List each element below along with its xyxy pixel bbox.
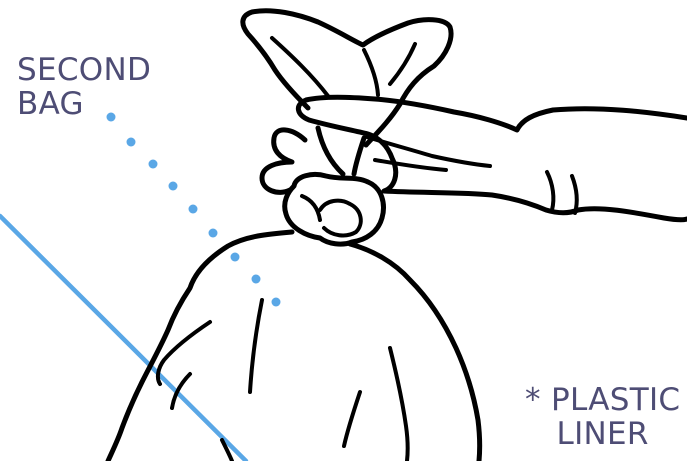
bag-top-fold (364, 50, 378, 95)
hand-knuckle (547, 172, 553, 210)
pointer-dot (127, 138, 136, 147)
plastic-liner-label: * PLASTIC LINER (525, 383, 680, 451)
plastic-liner-label-line1: * PLASTIC (525, 383, 680, 417)
bag-fold (344, 392, 360, 446)
second-bag-label-line2: BAG (17, 87, 151, 121)
knot-fold (302, 196, 320, 220)
thumb-grip (262, 130, 305, 192)
bag-neck (318, 128, 364, 174)
bag-fold (250, 300, 262, 392)
bag-body (350, 244, 480, 461)
second-bag-label-line1: SECOND (17, 53, 151, 87)
pointer-dot (149, 160, 158, 169)
bag-top-ruffle (243, 11, 451, 145)
pointer-dot (169, 182, 178, 191)
bag-top-fold (390, 44, 415, 84)
hand-finger-crease (375, 160, 446, 170)
knot-fold (320, 201, 361, 236)
pointer-dot (189, 205, 198, 214)
plastic-liner-label-line2: LINER (525, 417, 680, 451)
pointer-dot (231, 253, 240, 262)
second-bag-label: SECOND BAG (17, 53, 151, 121)
pointer-dot (252, 275, 261, 284)
pointer-dot (209, 229, 218, 238)
bag-fold (390, 348, 408, 461)
pointer-dot (272, 298, 281, 307)
hand-knuckle (572, 176, 577, 213)
bag-body (108, 232, 292, 461)
bag-top-fold (272, 38, 328, 96)
